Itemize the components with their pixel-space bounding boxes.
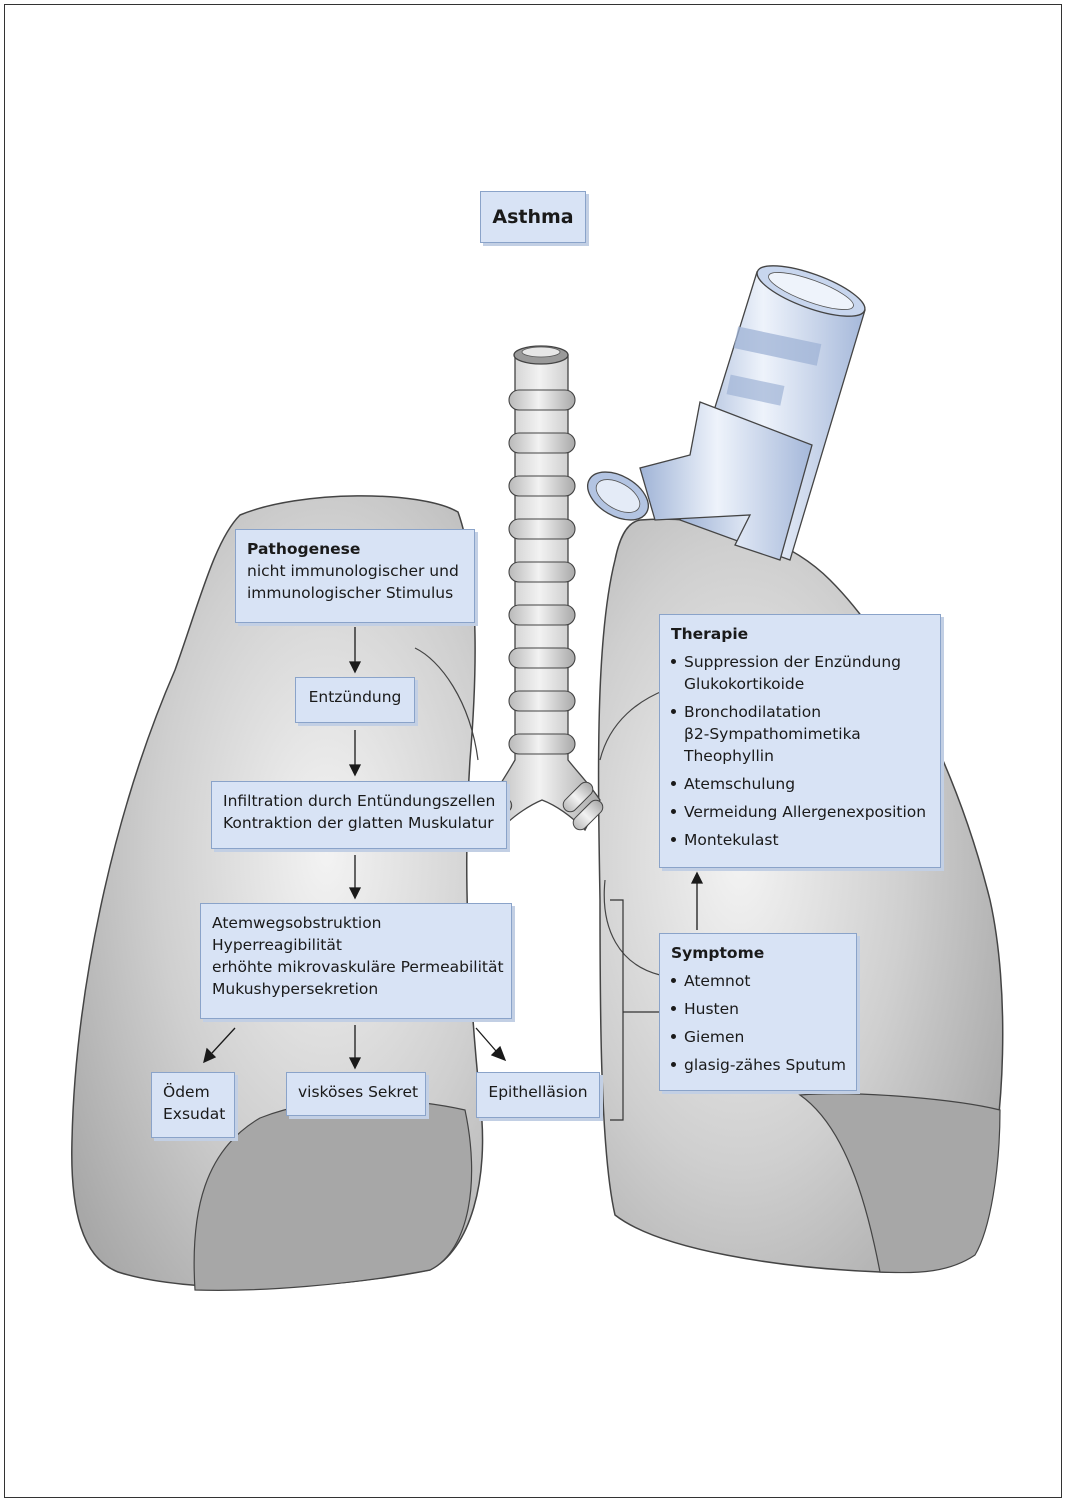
- epithel-box: Epithelläsion: [476, 1072, 600, 1118]
- entzuendung-box: Entzündung: [295, 677, 415, 723]
- pathogenese-box: Pathogenese nicht immunologischer und im…: [235, 529, 475, 623]
- list-item: Husten: [671, 998, 845, 1020]
- obstruktion-line: erhöhte mikrovaskuläre Permeabilität: [212, 956, 500, 978]
- symptome-box: Symptome Atemnot Husten Giemen glasig-zä…: [659, 933, 857, 1091]
- list-item: Montekulast: [671, 829, 929, 851]
- obstruktion-line: Hyperreagibilität: [212, 934, 500, 956]
- infiltration-box: Infiltration durch Entündungszellen Kont…: [211, 781, 507, 849]
- list-item: Vermeidung Allergenexposition: [671, 801, 929, 823]
- list-item: Atemnot: [671, 970, 845, 992]
- therapie-item-main: Bronchodilatation: [684, 701, 929, 723]
- pathogenese-line: nicht immunologischer und: [247, 560, 463, 582]
- therapie-box: Therapie Suppression der Enzündung Gluko…: [659, 614, 941, 868]
- entzuendung-label: Entzündung: [309, 688, 402, 706]
- therapie-item-main: Atemschulung: [684, 773, 929, 795]
- page-title: Asthma: [492, 206, 573, 228]
- pathogenese-heading: Pathogenese: [247, 538, 463, 560]
- symptome-list: Atemnot Husten Giemen glasig-zähes Sputu…: [671, 970, 845, 1076]
- symptome-heading: Symptome: [671, 942, 845, 964]
- list-item: Atemschulung: [671, 773, 929, 795]
- infiltration-line: Infiltration durch Entündungszellen: [223, 790, 495, 812]
- epithel-label: Epithelläsion: [488, 1083, 587, 1101]
- inhaler-icon: [579, 256, 870, 560]
- therapie-item-main: Montekulast: [684, 829, 929, 851]
- sekret-label: visköses Sekret: [298, 1083, 418, 1101]
- infiltration-line: Kontraktion der glatten Muskulatur: [223, 812, 495, 834]
- list-item: Suppression der Enzündung Glukokortikoid…: [671, 651, 929, 695]
- obstruktion-line: Mukushypersekretion: [212, 978, 500, 1000]
- therapie-item-sub: Theophyllin: [684, 745, 929, 767]
- exsudat-line: Exsudat: [163, 1103, 223, 1125]
- trachea-icon: [479, 346, 605, 833]
- list-item: Giemen: [671, 1026, 845, 1048]
- therapie-item-sub: β2-Sympathomimetika: [684, 723, 929, 745]
- therapie-item-main: Suppression der Enzündung: [684, 651, 929, 673]
- therapie-item-sub: Glukokortikoide: [684, 673, 929, 695]
- pathogenese-line: immunologischer Stimulus: [247, 582, 463, 604]
- obstruktion-box: Atemwegsobstruktion Hyperreagibilität er…: [200, 903, 512, 1019]
- sekret-box: visköses Sekret: [286, 1072, 426, 1116]
- therapie-list: Suppression der Enzündung Glukokortikoid…: [671, 651, 929, 851]
- therapie-item-main: Vermeidung Allergenexposition: [684, 801, 929, 823]
- obstruktion-line: Atemwegsobstruktion: [212, 912, 500, 934]
- list-item: glasig-zähes Sputum: [671, 1054, 845, 1076]
- title-box: Asthma: [480, 191, 586, 243]
- list-item: Bronchodilatation β2-Sympathomimetika Th…: [671, 701, 929, 767]
- oedem-line: Ödem: [163, 1081, 223, 1103]
- therapie-heading: Therapie: [671, 623, 929, 645]
- oedem-box: Ödem Exsudat: [151, 1072, 235, 1138]
